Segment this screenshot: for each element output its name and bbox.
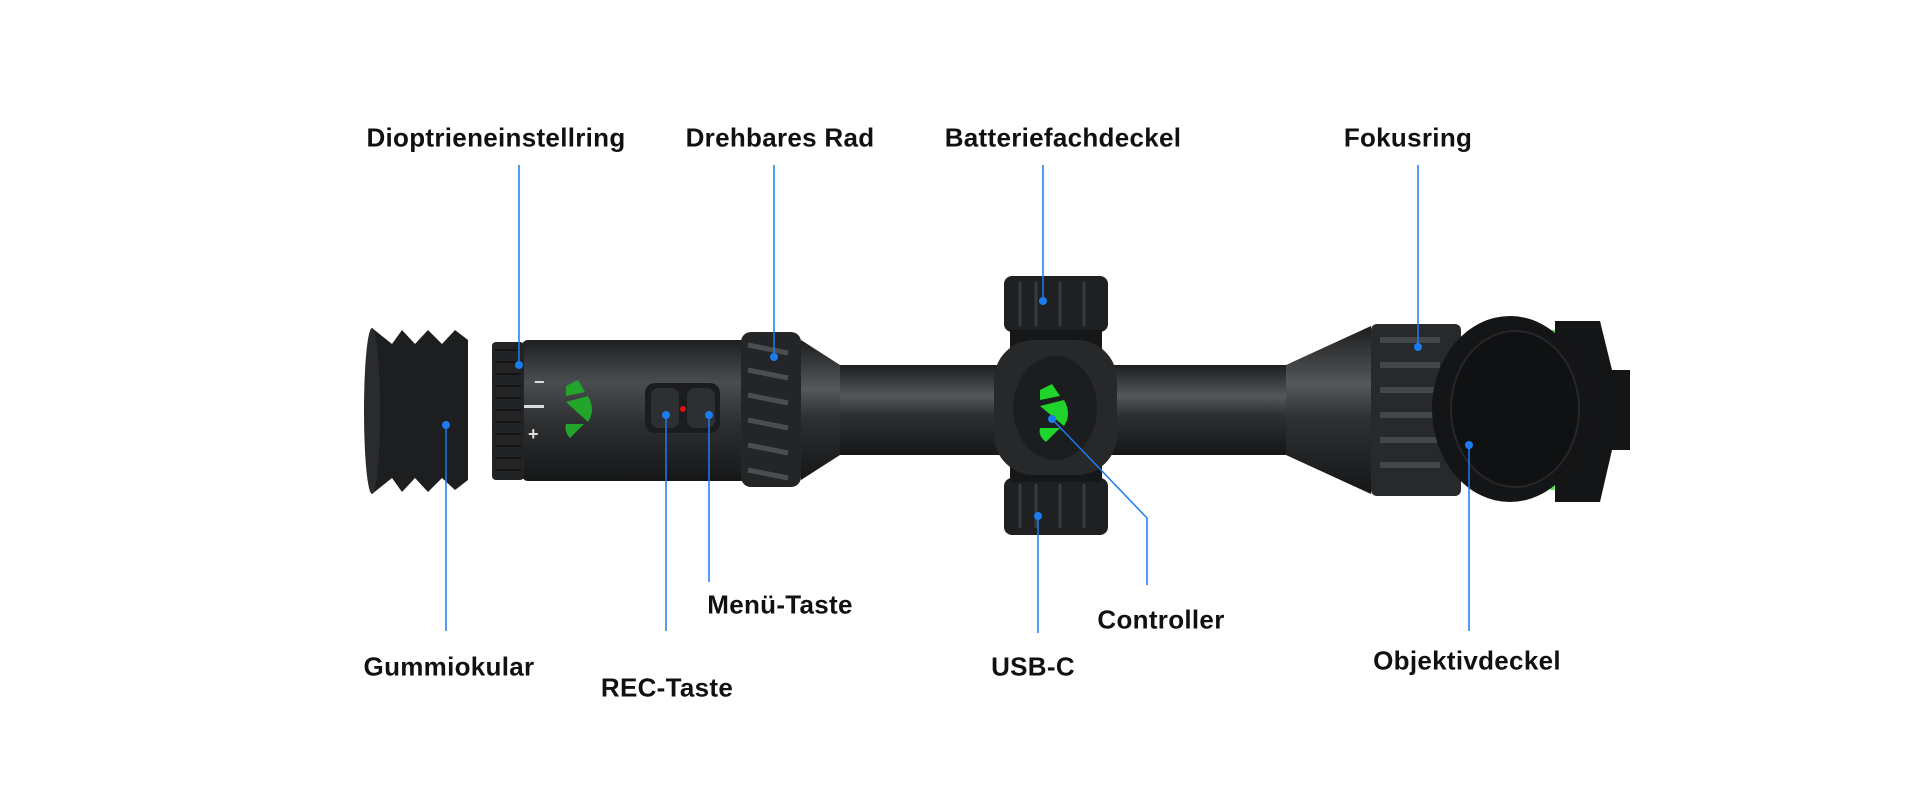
label-battery-cover: Batteriefachdeckel xyxy=(944,122,1182,153)
objective-bell xyxy=(1286,316,1630,502)
label-lens-cap: Objektivdeckel xyxy=(1373,645,1561,676)
diopter-plus-mark: + xyxy=(528,424,539,444)
controller-logo-icon xyxy=(1039,384,1068,442)
rotary-wheel xyxy=(741,332,840,487)
dot-menu xyxy=(705,411,713,419)
label-rec-button: REC-Taste xyxy=(600,672,734,703)
leader-lines xyxy=(445,165,1470,633)
label-focus-ring: Fokusring xyxy=(1343,122,1473,153)
diopter-center-mark xyxy=(524,405,544,408)
dot-usb xyxy=(1034,512,1042,520)
dot-diopter xyxy=(515,361,523,369)
dot-wheel xyxy=(770,353,778,361)
label-controller: Controller xyxy=(1097,604,1225,635)
label-diopter-ring: Dioptrieneinstellring xyxy=(366,122,626,153)
label-eyecup: Gummiokular xyxy=(363,651,535,682)
dot-controller xyxy=(1048,415,1056,423)
dot-eyecup xyxy=(442,421,450,429)
rubber-eyecup xyxy=(364,328,468,494)
dot-rec xyxy=(662,411,670,419)
label-menu-button: Menü-Taste xyxy=(707,589,853,620)
brand-logo-icon xyxy=(565,380,592,438)
diopter-minus-mark: − xyxy=(534,372,545,392)
rec-indicator-dot xyxy=(680,406,686,412)
label-rotary-wheel: Drehbares Rad xyxy=(685,122,875,153)
label-usb-c: USB-C xyxy=(991,651,1075,682)
dot-battery xyxy=(1039,297,1047,305)
eyepiece-body xyxy=(522,340,747,481)
turret xyxy=(994,276,1117,535)
dot-focus xyxy=(1414,343,1422,351)
dot-lenscap xyxy=(1465,441,1473,449)
